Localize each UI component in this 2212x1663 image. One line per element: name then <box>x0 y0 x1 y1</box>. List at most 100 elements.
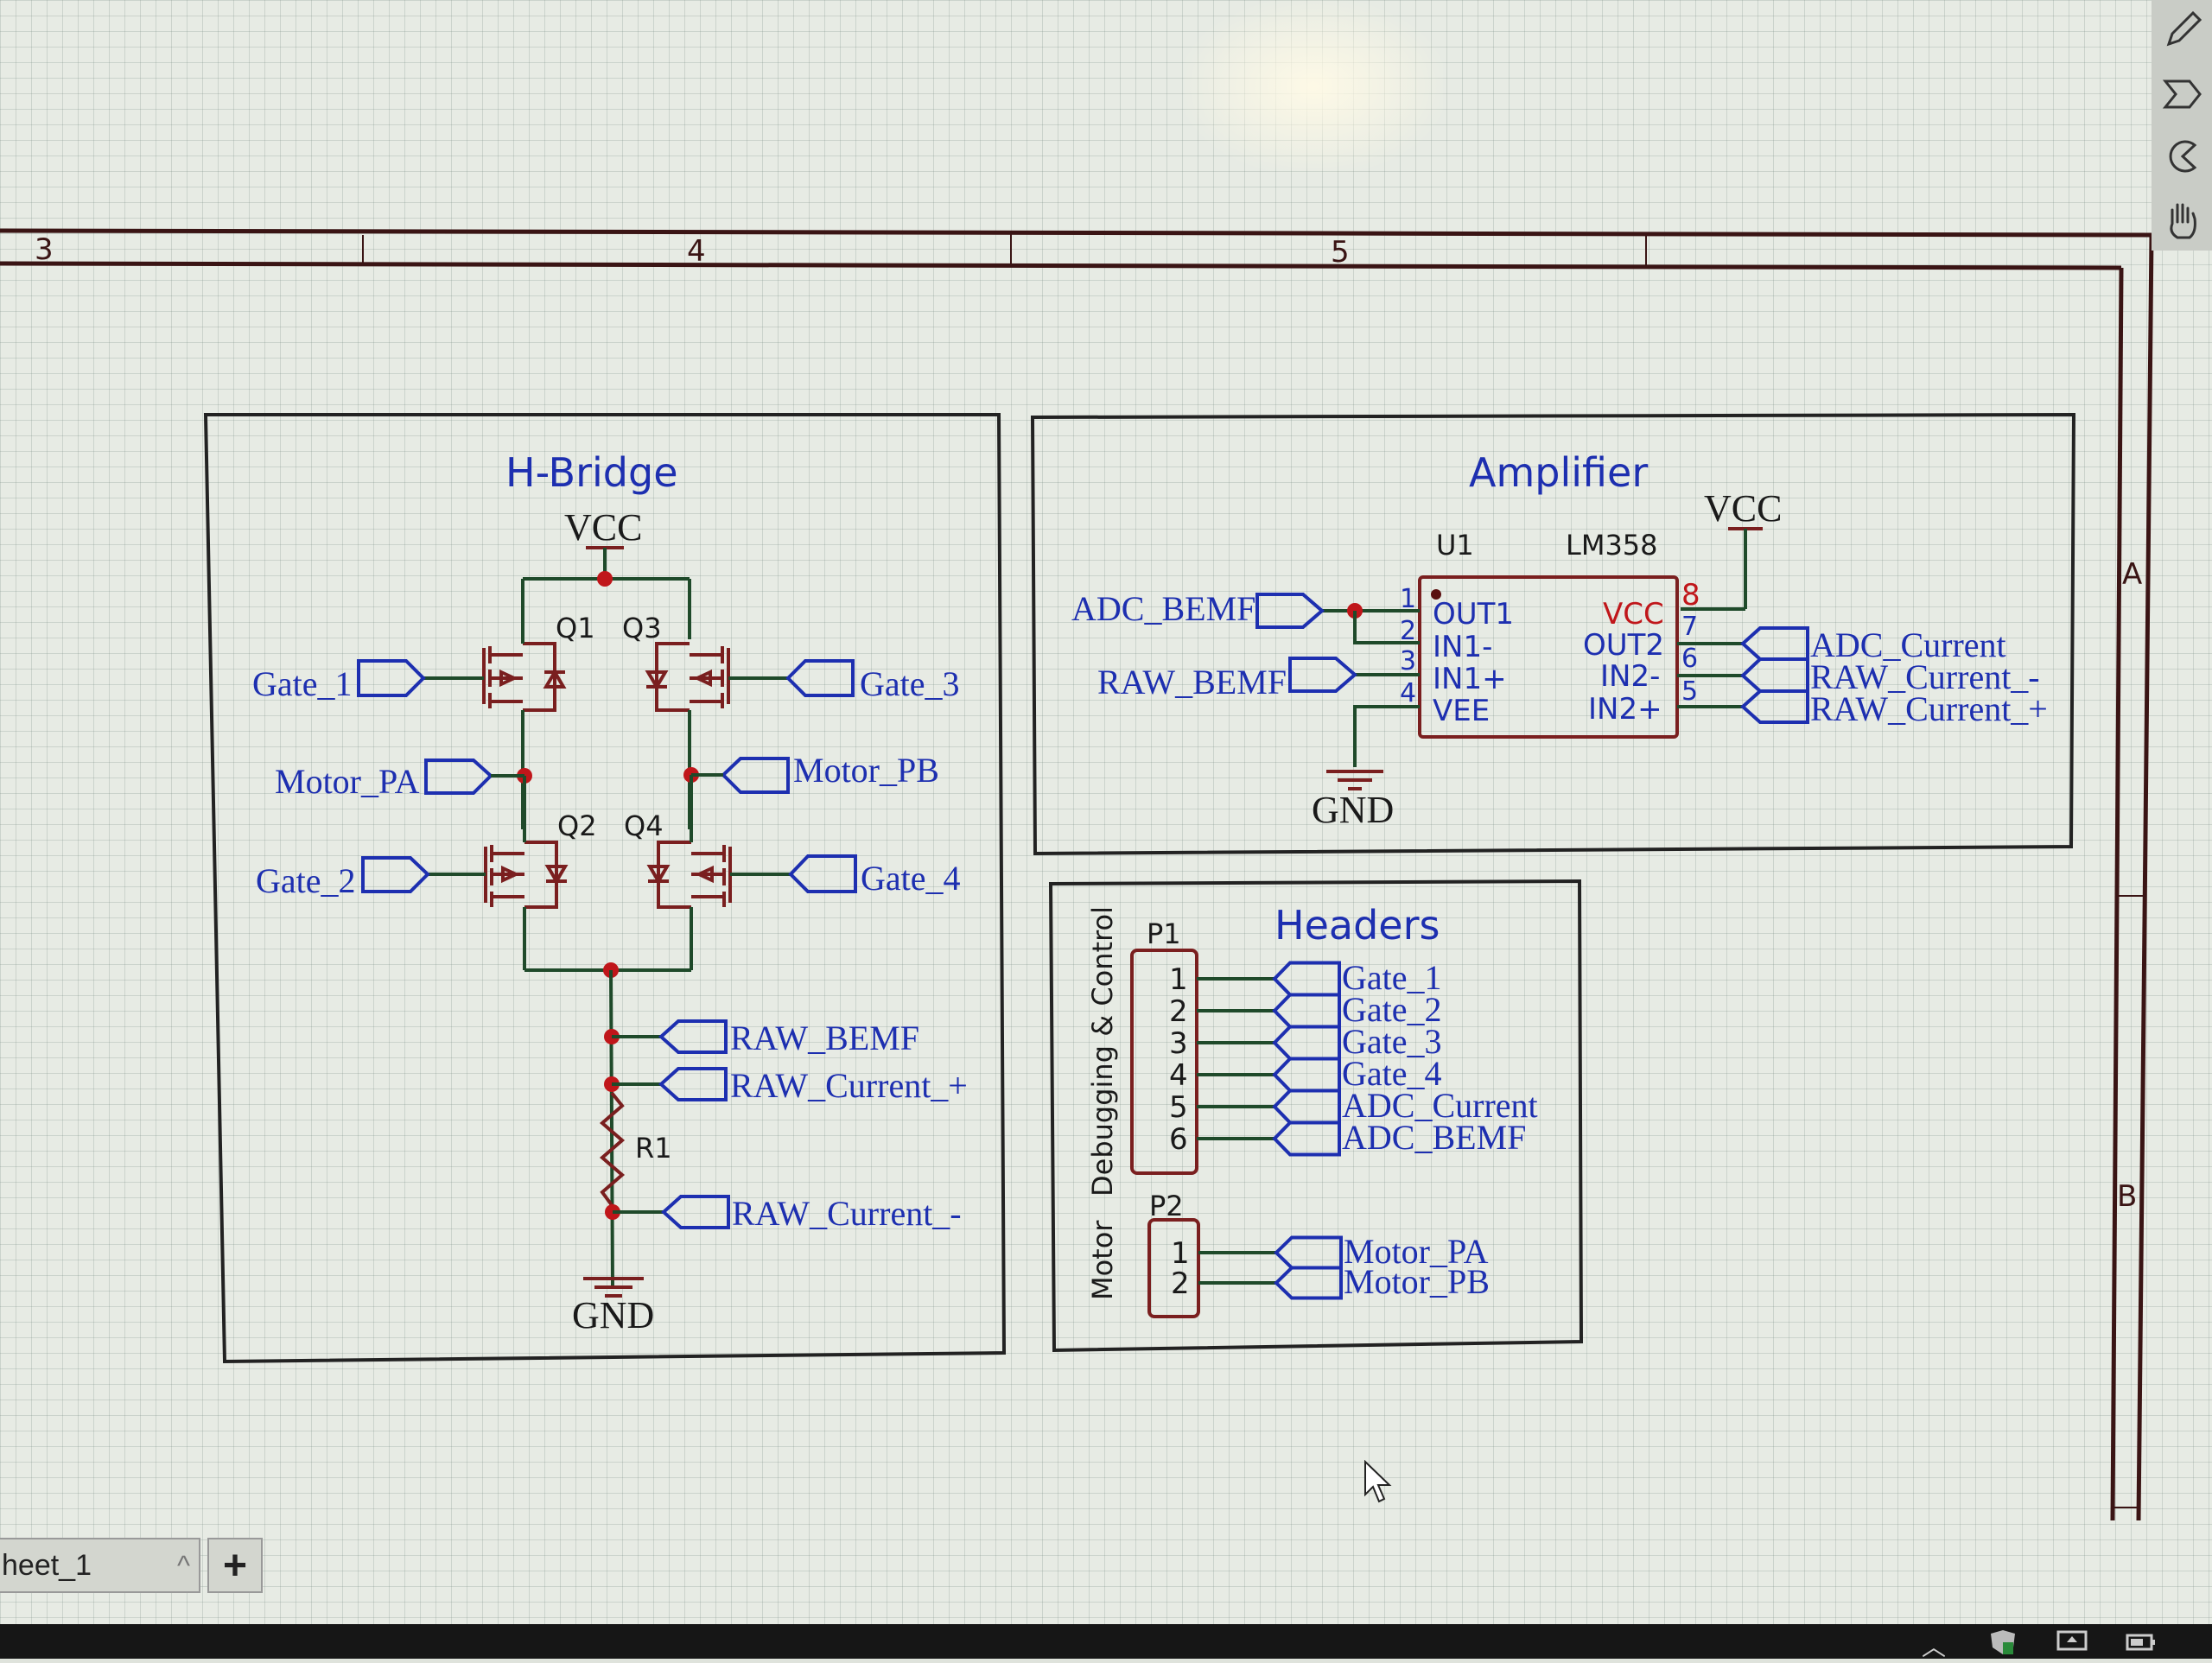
port-motor-pb[interactable] <box>721 757 790 794</box>
header-pin-number: 4 <box>1169 1058 1188 1093</box>
q1-label: Q1 <box>556 612 595 644</box>
header-port[interactable] <box>1272 1120 1341 1157</box>
q3-label: Q3 <box>622 612 662 644</box>
taskbar <box>0 1624 2212 1659</box>
mouse-cursor-icon <box>1364 1460 1392 1503</box>
wire-tool-icon[interactable] <box>2160 73 2203 116</box>
header-port[interactable] <box>1274 1266 1343 1300</box>
header-pin-number: 1 <box>1169 962 1188 997</box>
net-label-raw-current-minus: RAW_Current_- <box>732 1194 962 1233</box>
amplifier-title: Amplifier <box>1469 449 1648 496</box>
screen-glare <box>1184 0 1443 173</box>
transistor-q4[interactable] <box>646 841 732 909</box>
schematic[interactable]: 3 4 5 A B H-Bridge VCC Q1 Q3 <box>0 0 2212 1624</box>
pan-hand-icon[interactable] <box>2160 198 2203 241</box>
header-pin-number: 2 <box>1169 994 1188 1029</box>
side-label-debugging: Debugging & Control <box>1086 906 1119 1196</box>
port-gate-3[interactable] <box>785 659 855 697</box>
port-raw-bemf[interactable] <box>658 1019 728 1054</box>
header-pin-number: 1 <box>1171 1236 1190 1271</box>
net-label-adc-current: ADC_Current <box>1810 625 2006 664</box>
header-port[interactable] <box>1272 1089 1341 1125</box>
r1-label: R1 <box>635 1132 672 1165</box>
p2-ref: P2 <box>1149 1190 1184 1222</box>
resistor-r1[interactable] <box>599 1091 626 1207</box>
header-net-label: Gate_4 <box>1342 1054 1442 1093</box>
port-raw-current-minus[interactable] <box>661 1195 730 1229</box>
header-port[interactable] <box>1272 993 1341 1029</box>
net-label-gate-2: Gate_2 <box>256 861 356 900</box>
hbridge-gnd-label: GND <box>572 1294 654 1336</box>
net-label-raw-current-plus: RAW_Current_+ <box>730 1066 968 1105</box>
port-gate-4[interactable] <box>788 854 857 893</box>
transistor-q3[interactable] <box>645 642 730 712</box>
port-adc-current[interactable] <box>1740 626 1809 661</box>
pin-name: IN2+ <box>1588 692 1662 727</box>
headers-border <box>1048 879 1584 1353</box>
transistor-q2[interactable] <box>484 841 569 909</box>
connector-p2[interactable] <box>1147 1218 1200 1318</box>
header-port[interactable] <box>1274 1235 1343 1270</box>
zone-label-col-4: 4 <box>687 234 706 269</box>
header-net-label: ADC_BEMF <box>1342 1118 1526 1157</box>
port-motor-pa[interactable] <box>424 759 493 795</box>
ic-u1-body[interactable] <box>1418 575 1679 739</box>
header-net-label: ADC_Current <box>1342 1086 1538 1125</box>
defender-shield-icon[interactable] <box>1986 1628 2020 1656</box>
header-pin-number: 6 <box>1169 1122 1188 1157</box>
net-label-raw-current-minus: RAW_Current_- <box>1810 657 2040 696</box>
header-pin-number: 5 <box>1169 1090 1188 1125</box>
pin-num: 7 <box>1681 612 1698 642</box>
port-raw-bemf[interactable] <box>1288 657 1358 693</box>
pin-num: 4 <box>1400 678 1416 708</box>
net-label-raw-bemf: RAW_BEMF <box>1097 663 1287 701</box>
display-upload-icon[interactable] <box>2055 1628 2089 1656</box>
pin-name-vcc: VCC <box>1603 597 1664 632</box>
pin-name: OUT2 <box>1583 628 1664 663</box>
battery-icon[interactable] <box>2124 1628 2158 1656</box>
port-gate-1[interactable] <box>357 659 426 697</box>
hbridge-block[interactable]: H-Bridge VCC Q1 Q3 <box>203 413 1007 1364</box>
pin-num: 8 <box>1681 578 1700 613</box>
transistor-q1[interactable] <box>482 642 567 712</box>
port-raw-current-minus[interactable] <box>1740 657 1809 693</box>
add-sheet-button[interactable]: + <box>207 1538 263 1593</box>
chevron-up-icon[interactable]: ︿ <box>1921 1634 1946 1660</box>
side-label-motor: Motor <box>1086 1220 1119 1300</box>
header-pin-number: 2 <box>1171 1266 1190 1301</box>
connector-p1[interactable] <box>1130 949 1198 1175</box>
pencil-icon[interactable] <box>2160 10 2203 53</box>
amplifier-gnd-label: GND <box>1312 789 1394 831</box>
port-adc-bemf[interactable] <box>1255 593 1325 629</box>
header-net-label: Gate_2 <box>1342 990 1442 1029</box>
header-net-label: Gate_3 <box>1342 1022 1442 1061</box>
hbridge-vcc-label: VCC <box>564 506 642 549</box>
header-port[interactable] <box>1272 1025 1341 1061</box>
amplifier-block[interactable]: Amplifier VCC U1 LM358 1 OUT1 2 IN1- 3 I… <box>1030 412 2076 856</box>
arc-tool-icon[interactable] <box>2160 135 2203 178</box>
pin-num: 6 <box>1681 644 1698 674</box>
hbridge-title: H-Bridge <box>505 449 678 496</box>
pin-num: 5 <box>1681 676 1698 707</box>
q2-label: Q2 <box>557 809 597 842</box>
drawing-toolbar <box>2152 0 2212 251</box>
schematic-canvas[interactable] <box>0 0 2212 1624</box>
port-gate-2[interactable] <box>361 856 430 893</box>
u1-ref: U1 <box>1436 529 1474 562</box>
port-raw-current-plus[interactable] <box>1740 689 1809 724</box>
zone-label-col-3: 3 <box>35 232 54 267</box>
u1-part: LM358 <box>1566 529 1658 562</box>
sheet-tab-1[interactable]: heet_1 ^ <box>0 1538 200 1593</box>
net-label-gate-4: Gate_4 <box>861 859 961 898</box>
header-port[interactable] <box>1272 1057 1341 1093</box>
pin1-marker <box>1431 589 1441 600</box>
header-port[interactable] <box>1272 961 1341 997</box>
gnd-symbol <box>583 1277 644 1298</box>
port-raw-current-plus[interactable] <box>658 1067 728 1101</box>
chevron-up-icon[interactable]: ^ <box>176 1549 190 1581</box>
header-net-label: Motor_PA <box>1344 1232 1489 1271</box>
net-label-adc-bemf: ADC_BEMF <box>1071 589 1255 628</box>
pin-name: OUT1 <box>1433 597 1514 632</box>
net-label-raw-bemf: RAW_BEMF <box>730 1019 919 1057</box>
